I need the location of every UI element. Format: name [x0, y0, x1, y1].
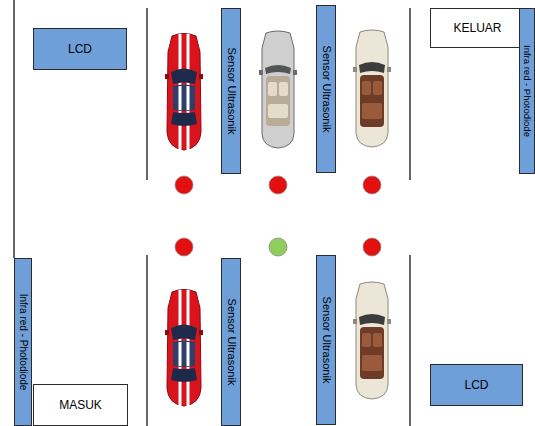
box-label: Sensor Ultrasonik — [226, 48, 237, 135]
grey-car — [259, 31, 297, 148]
box-label: Sensor Ultrasonik — [321, 297, 332, 384]
box-label: Sensor Ultrasonik — [226, 299, 237, 386]
beige-car — [353, 30, 391, 147]
lcd-display: LCD — [430, 364, 523, 406]
box-label: Infra red - Photodiode — [522, 45, 532, 137]
ultrasonic-sensor: Sensor Ultrasonik — [221, 258, 241, 426]
exit-gate: KELUAR — [430, 8, 525, 48]
ultrasonic-sensor: Sensor Ultrasonik — [316, 255, 336, 425]
box-label: Infra red - Photodiode — [18, 294, 28, 391]
ultrasonic-sensor: Sensor Ultrasonik — [316, 5, 336, 173]
box-label: LCD — [68, 43, 92, 55]
infrared-sensor: Infra red - Photodiode — [14, 258, 32, 426]
parking-lines — [14, 0, 410, 426]
red-car — [165, 34, 203, 151]
entry-gate: MASUK — [33, 384, 128, 426]
indicator-lamps — [175, 176, 381, 256]
box-label: Sensor Ultrasonik — [321, 46, 332, 133]
ultrasonic-sensor: Sensor Ultrasonik — [221, 8, 241, 174]
box-label: MASUK — [59, 399, 102, 411]
box-label: KELUAR — [453, 22, 501, 34]
red-car — [165, 290, 203, 407]
beige-car — [353, 282, 391, 399]
lcd-display: LCD — [33, 28, 127, 70]
box-label: LCD — [464, 379, 488, 391]
infrared-sensor: Infra red - Photodiode — [519, 8, 535, 174]
